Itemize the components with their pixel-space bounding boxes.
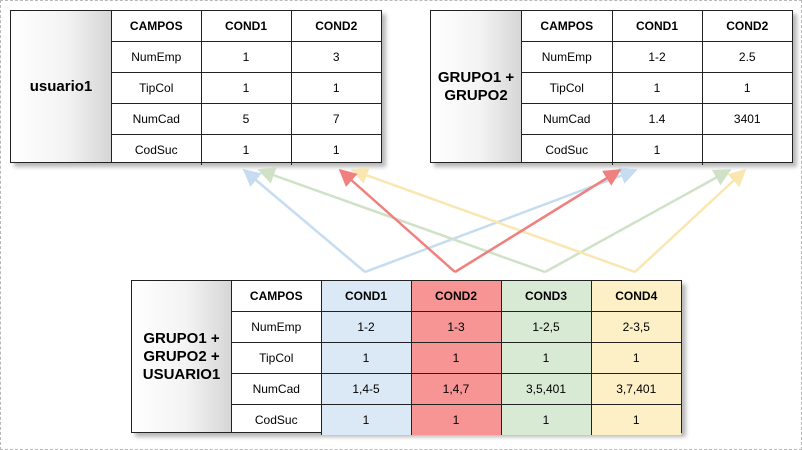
- cond1-arrow-to-usuario1: [242, 168, 366, 273]
- cond1-cell: 1: [611, 134, 703, 165]
- field-name-cell: NumCad: [112, 103, 202, 135]
- column-header-cond3: COND3: [500, 281, 592, 312]
- cond3-cell: 1: [500, 404, 592, 435]
- cond2-cell: 1: [290, 134, 381, 165]
- column-header-cond1: COND1: [320, 281, 412, 312]
- column-header-campos: CAMPOS: [232, 281, 322, 312]
- cond4-arrow-to-grupo: [634, 168, 747, 273]
- combined-table: CAMPOS COND1 COND2 COND3 COND4 NumEmp 1-…: [232, 281, 681, 435]
- combined-block: GRUPO1 + GRUPO2 + USUARIO1 CAMPOS COND1 …: [131, 280, 682, 435]
- table-row: NumEmp 1-2 1-3 1-2,5 2-3,5: [232, 311, 681, 343]
- cond2-cell: 2.5: [701, 41, 792, 73]
- cond3-cell: 1: [500, 342, 592, 374]
- cond1-cell: 1,4-5: [320, 373, 412, 405]
- table-row: NumEmp 1-2 2.5: [522, 41, 792, 73]
- cond1-cell: 1: [320, 342, 412, 374]
- cond2-cell: 1-3: [410, 311, 502, 343]
- cond4-cell: 3,7,401: [590, 373, 681, 405]
- grupo1-grupo2-block: GRUPO1 + GRUPO2 CAMPOS COND1 COND2 NumEm…: [430, 10, 793, 165]
- cond3-arrow-to-grupo: [544, 168, 732, 274]
- field-name-cell: NumEmp: [112, 41, 202, 73]
- table-row: CodSuc 1 1: [112, 134, 381, 165]
- column-header-cond1: COND1: [611, 11, 703, 42]
- usuario1-label: usuario1: [11, 11, 112, 162]
- cond1-cell: 1.4: [611, 103, 703, 135]
- field-name-cell: CodSuc: [232, 404, 322, 435]
- table-header-row: CAMPOS COND1 COND2 COND3 COND4: [232, 281, 681, 312]
- grupo1-grupo2-table: CAMPOS COND1 COND2 NumEmp 1-2 2.5 TipCol…: [522, 11, 792, 165]
- cond2-cell: 1,4,7: [410, 373, 502, 405]
- cond1-cell: 5: [200, 103, 292, 135]
- cond2-cell: 7: [290, 103, 381, 135]
- cond2-cell: [701, 134, 792, 165]
- table-row: NumCad 5 7: [112, 103, 381, 135]
- cond3-cell: 1-2,5: [500, 311, 592, 343]
- cond1-cell: 1-2: [320, 311, 412, 343]
- cond1-cell: 1-2: [611, 41, 703, 73]
- field-name-cell: NumCad: [232, 373, 322, 405]
- field-name-cell: TipCol: [522, 72, 613, 104]
- cond4-cell: 1: [590, 342, 681, 374]
- field-name-cell: TipCol: [112, 72, 202, 104]
- table-row: NumCad 1,4-5 1,4,7 3,5,401 3,7,401: [232, 373, 681, 405]
- cond3-arrow-to-usuario1: [257, 167, 546, 274]
- cond4-cell: 1: [590, 404, 681, 435]
- table-row: TipCol 1 1: [112, 72, 381, 104]
- usuario1-block: usuario1 CAMPOS COND1 COND2 NumEmp 1 3 T…: [10, 10, 382, 165]
- cond1-cell: 1: [320, 404, 412, 435]
- field-name-cell: CodSuc: [522, 134, 613, 165]
- column-header-cond2: COND2: [701, 11, 792, 42]
- column-header-cond4: COND4: [590, 281, 681, 312]
- field-name-cell: NumCad: [522, 103, 613, 135]
- cond2-cell: 1: [410, 342, 502, 374]
- cond4-arrow-to-usuario1: [350, 167, 636, 274]
- table-header-row: CAMPOS COND1 COND2: [522, 11, 792, 42]
- table-row: NumCad 1.4 3401: [522, 103, 792, 135]
- table-row: CodSuc 1: [522, 134, 792, 165]
- field-name-cell: NumEmp: [232, 311, 322, 343]
- cond4-cell: 2-3,5: [590, 311, 681, 343]
- combined-label: GRUPO1 + GRUPO2 + USUARIO1: [132, 281, 232, 432]
- cond2-cell: 1: [290, 72, 381, 104]
- column-header-cond2: COND2: [410, 281, 502, 312]
- cond3-cell: 3,5,401: [500, 373, 592, 405]
- field-name-cell: NumEmp: [522, 41, 613, 73]
- cond2-arrow-to-usuario1: [338, 168, 456, 273]
- cond1-cell: 1: [611, 72, 703, 104]
- table-row: TipCol 1 1: [522, 72, 792, 104]
- cond2-cell: 1: [410, 404, 502, 435]
- cond2-cell: 3401: [701, 103, 792, 135]
- cond2-arrow-to-grupo: [454, 168, 622, 274]
- grupo1-grupo2-label: GRUPO1 + GRUPO2: [431, 11, 522, 162]
- table-row: TipCol 1 1 1 1: [232, 342, 681, 374]
- table-row: CodSuc 1 1 1 1: [232, 404, 681, 435]
- field-name-cell: CodSuc: [112, 134, 202, 165]
- usuario1-table: CAMPOS COND1 COND2 NumEmp 1 3 TipCol 1 1…: [112, 11, 381, 165]
- column-header-campos: CAMPOS: [522, 11, 613, 42]
